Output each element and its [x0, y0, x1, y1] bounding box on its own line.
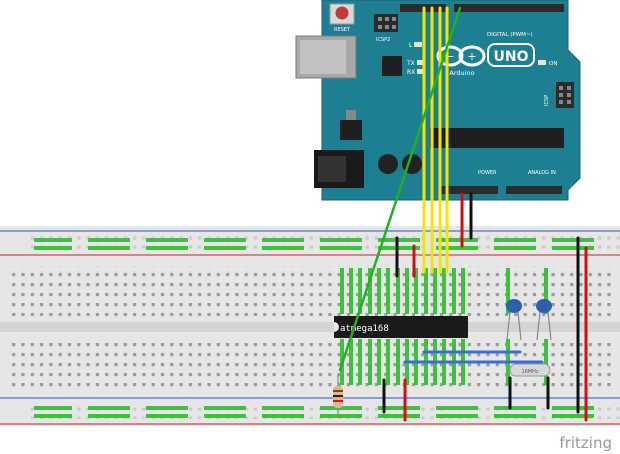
reset-button-cap[interactable] — [335, 6, 349, 20]
tx-led — [417, 60, 425, 65]
icsp-header — [556, 82, 574, 108]
digital-label: DIGITAL (PWM~) — [487, 32, 533, 38]
on-led — [538, 60, 546, 65]
chip-label: atmega168 — [340, 324, 389, 334]
analog-label: ANALOG IN — [528, 170, 556, 176]
fritzing-watermark: fritzing — [559, 434, 612, 452]
resistor — [333, 374, 343, 418]
arduino-brand-text: Arduino — [449, 69, 474, 77]
tx-led-label: TX — [406, 60, 415, 67]
top-terminal-holes — [8, 266, 613, 316]
icsp-label: ICSP — [544, 95, 550, 106]
main-microcontroller — [430, 128, 564, 148]
usb-chip — [382, 56, 402, 76]
arduino-board-body — [321, 0, 581, 201]
atmega-chip — [334, 316, 468, 338]
capacitor-1 — [378, 154, 398, 174]
on-led-label: ON — [549, 61, 557, 67]
connected-holes-top-rail — [34, 238, 594, 250]
uno-logo-text: UNO — [494, 49, 529, 65]
power-jack-inner — [318, 156, 346, 182]
logo-plus: + — [467, 50, 476, 63]
power-label: POWER — [478, 170, 497, 176]
green-wire — [338, 6, 462, 372]
breadboard — [0, 226, 620, 426]
arduino-uno-board: RESET ICSP2 DIGITAL (PWM~) L TX RX ON − — [295, 0, 581, 201]
crystal — [509, 363, 551, 377]
l-led — [414, 42, 422, 47]
rx-led-label: RX — [407, 69, 415, 76]
arduino-logo: − + — [436, 43, 535, 67]
icsp2-label: ICSP2 — [376, 37, 390, 43]
ceramic-capacitor-1 — [506, 299, 522, 341]
wires — [338, 6, 588, 422]
voltage-regulator — [340, 120, 362, 140]
logo-minus: − — [445, 50, 454, 63]
center-channel — [0, 322, 620, 332]
reset-label: RESET — [334, 27, 351, 33]
power-header — [440, 186, 498, 194]
icsp2-header — [374, 14, 398, 32]
crystal-label: 16MHz — [521, 369, 538, 375]
usb-connector-inner — [300, 40, 346, 74]
analog-header — [506, 186, 562, 194]
l-led-label: L — [409, 42, 413, 49]
rx-led — [417, 69, 425, 74]
connected-holes-bottom-rail — [34, 406, 594, 418]
voltage-regulator-tab — [346, 110, 356, 120]
ceramic-capacitor-2 — [536, 299, 552, 341]
